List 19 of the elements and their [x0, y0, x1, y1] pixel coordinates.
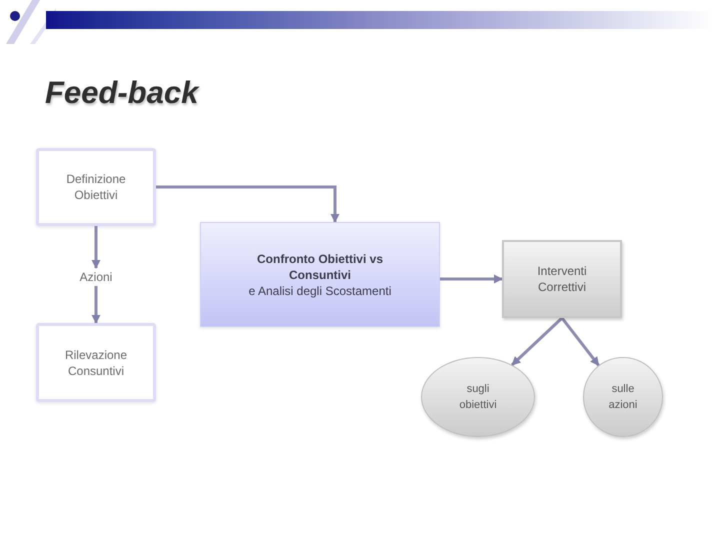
oval-node: [583, 357, 663, 437]
process-box: [36, 323, 156, 402]
node-text: Rilevazione Consuntivi: [64, 346, 128, 378]
arrow: [92, 226, 100, 269]
step-label: Azioni: [70, 268, 122, 286]
process-box: [200, 222, 440, 327]
node-text: sulle azioni: [608, 382, 638, 413]
node-text: e Analisi degli Scostamenti: [248, 282, 392, 298]
node-text: Interventi Correttivi: [536, 263, 588, 295]
arrow: [92, 286, 100, 324]
process-box: [36, 148, 156, 226]
arrow: [440, 274, 503, 284]
arrow: [156, 186, 340, 223]
node-text: sugli obiettivi: [458, 382, 498, 413]
arrow: [511, 316, 564, 366]
slide-title: Feed-back: [45, 74, 198, 112]
arrow: [560, 317, 600, 366]
process-box: [502, 240, 622, 318]
node-text: Definizione Obiettivi: [65, 171, 127, 203]
